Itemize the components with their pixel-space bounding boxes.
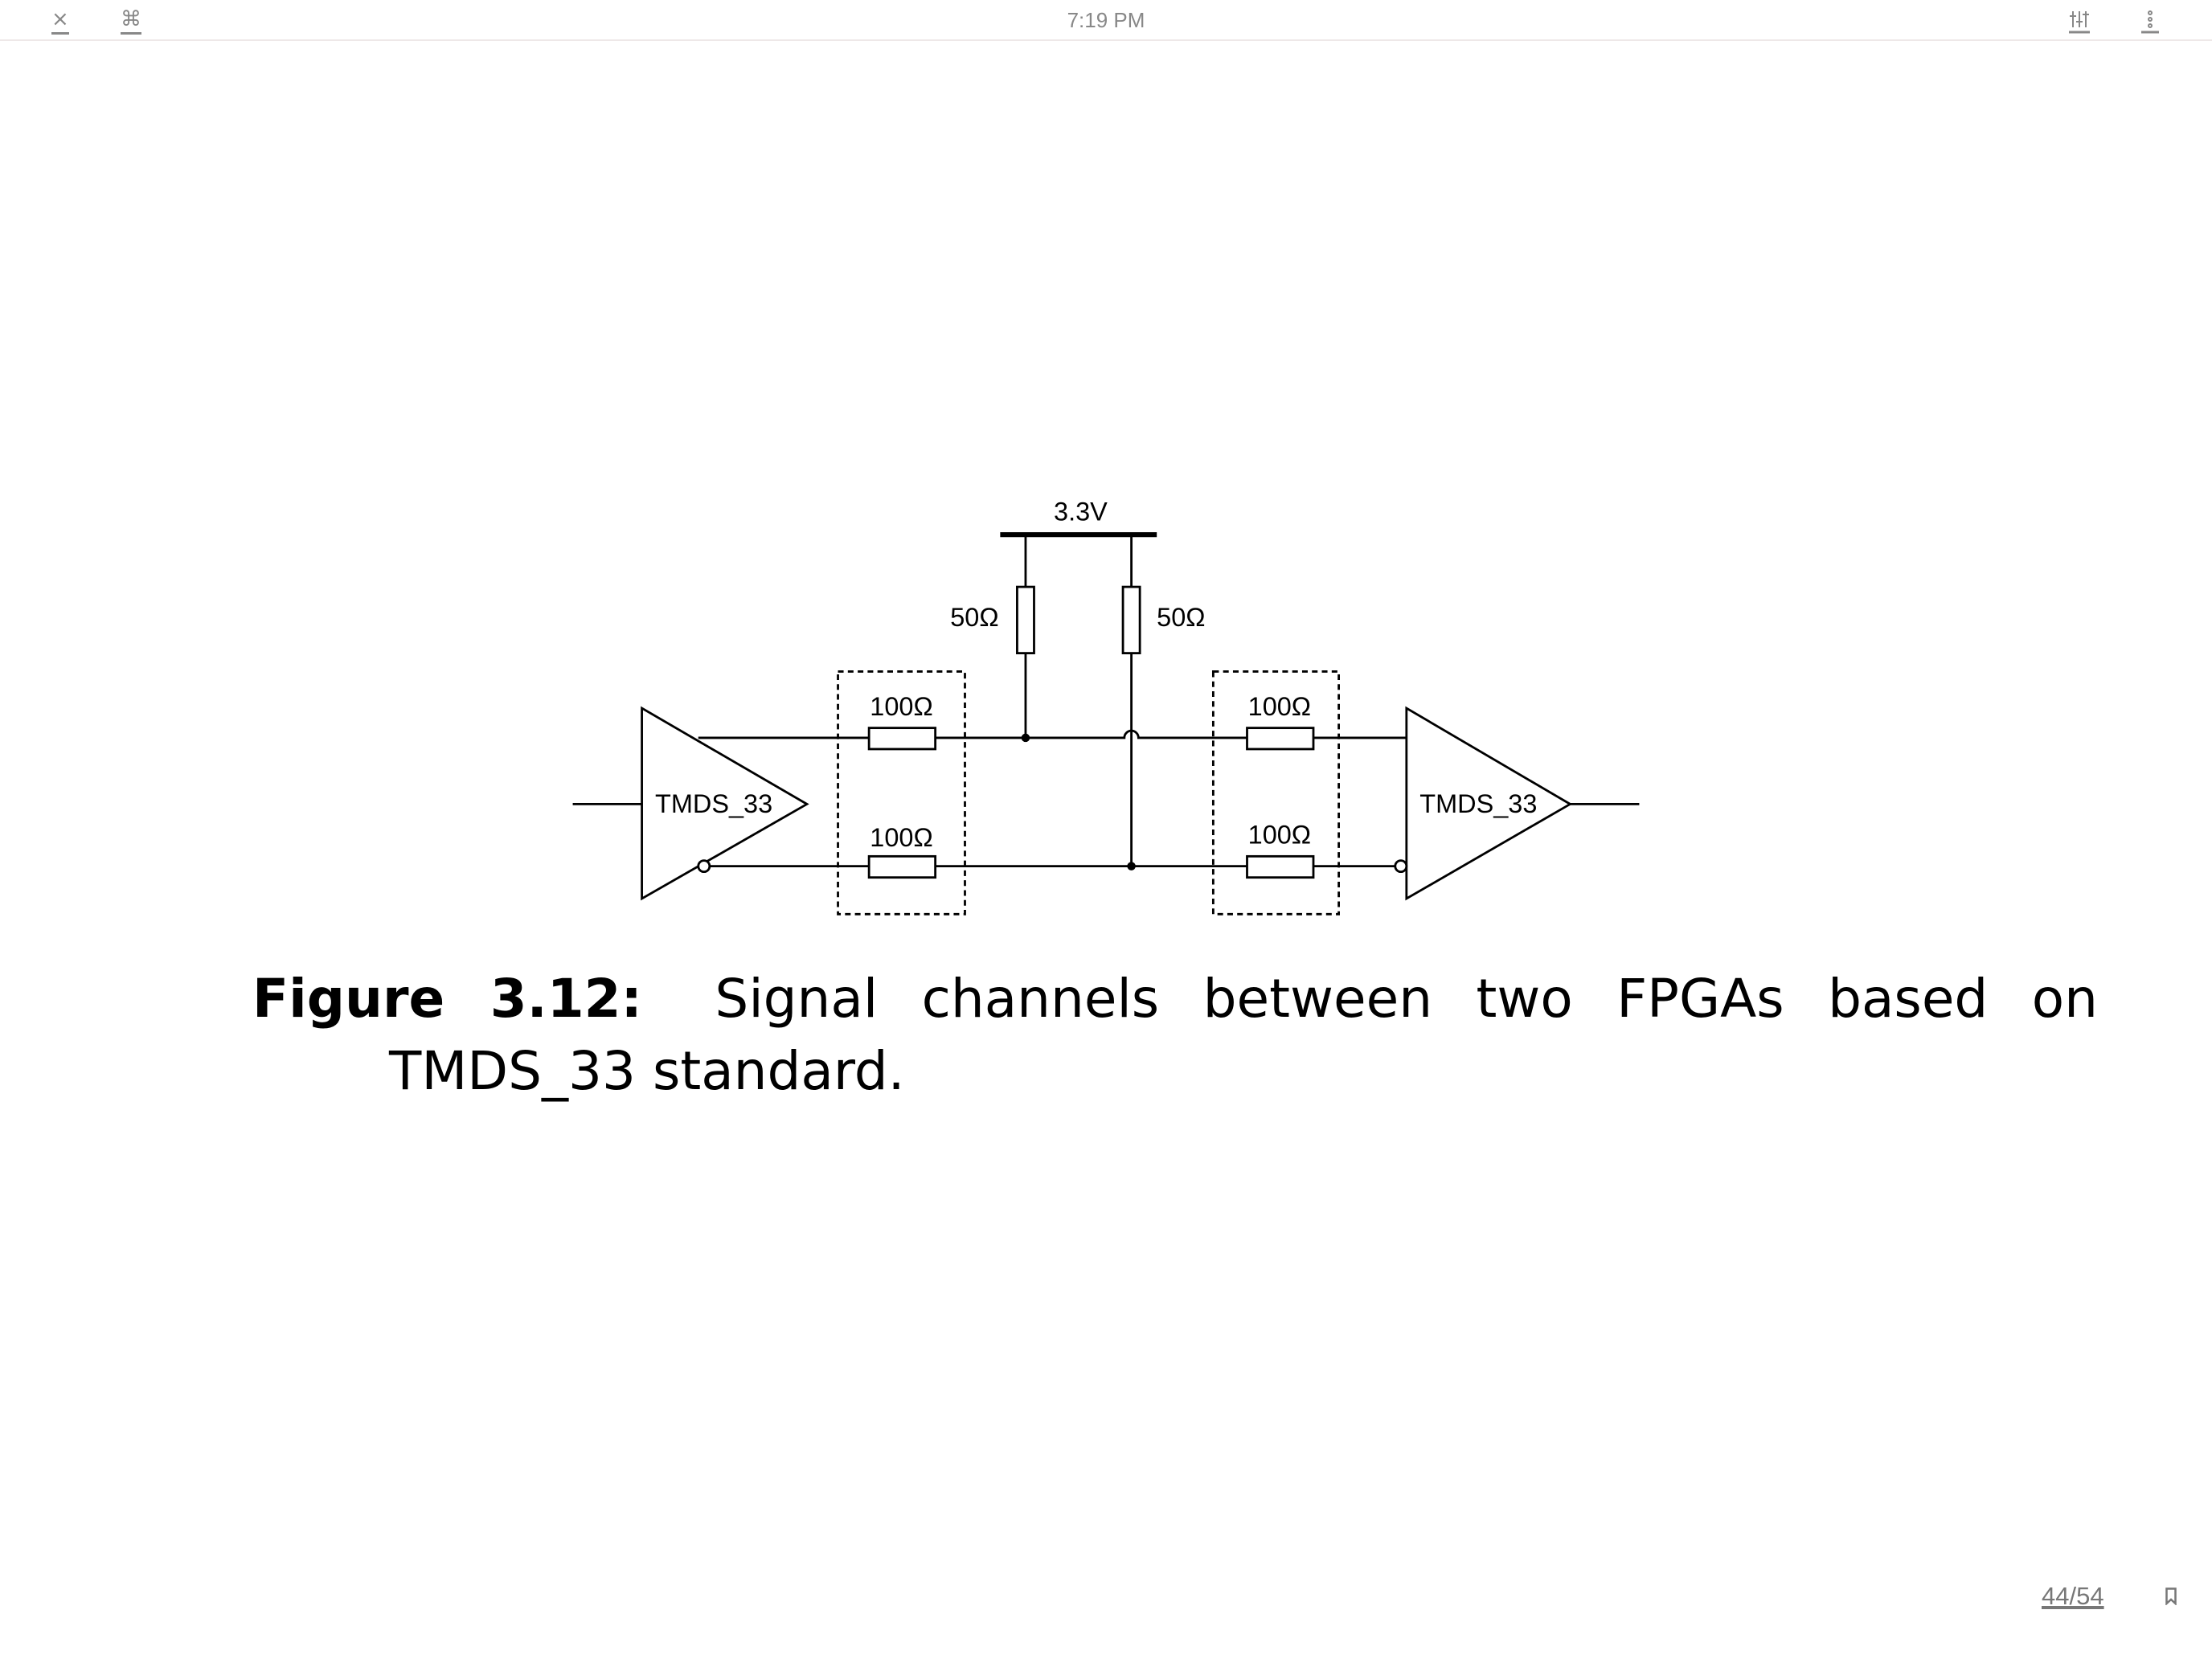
supply-label: 3.3V (1054, 498, 1108, 526)
command-icon[interactable]: ⌘ (121, 6, 141, 35)
pullup-left-label: 50Ω (950, 603, 998, 632)
resistor-label: 100Ω (1248, 692, 1311, 721)
receiver-label: TMDS_33 (1419, 789, 1537, 818)
resistor-left-bottom (867, 854, 937, 879)
receiver-buffer (1405, 706, 1573, 901)
right-termination-box (1211, 670, 1340, 916)
resistor-left-top (867, 727, 937, 751)
left-termination-box (837, 670, 966, 916)
receiver-inversion-bubble (1394, 859, 1408, 874)
more-vertical-icon[interactable] (2141, 10, 2159, 34)
close-icon[interactable]: × (51, 6, 69, 35)
resistor-label: 100Ω (870, 823, 932, 852)
resistor-label: 100Ω (870, 692, 932, 721)
figure-caption: Figure 3.12: Signal channels between two… (252, 963, 2098, 1108)
junction-dot (1021, 733, 1030, 743)
junction-dot (1127, 862, 1136, 870)
caption-text: Signal channels between two FPGAs based … (389, 968, 2098, 1102)
sliders-icon[interactable] (2069, 10, 2090, 34)
pullup-resistor-right (1121, 585, 1141, 655)
top-bar: × ⌘ 7:19 PM (0, 0, 2212, 41)
driver-label: TMDS_33 (655, 789, 772, 818)
resistor-right-bottom (1246, 854, 1315, 879)
pullup-resistor-left (1016, 585, 1035, 655)
driver-inversion-bubble (697, 859, 711, 874)
resistor-right-top (1246, 727, 1315, 751)
positive-signal-wire (698, 729, 1407, 739)
pullup-right-label: 50Ω (1157, 603, 1205, 632)
clock-time: 7:19 PM (1067, 8, 1145, 32)
bookmark-icon[interactable] (2165, 1587, 2177, 1605)
figure-label: Figure 3.12: (252, 968, 642, 1030)
resistor-label: 100Ω (1248, 821, 1311, 850)
page-indicator[interactable]: 44/54 (2042, 1582, 2104, 1610)
